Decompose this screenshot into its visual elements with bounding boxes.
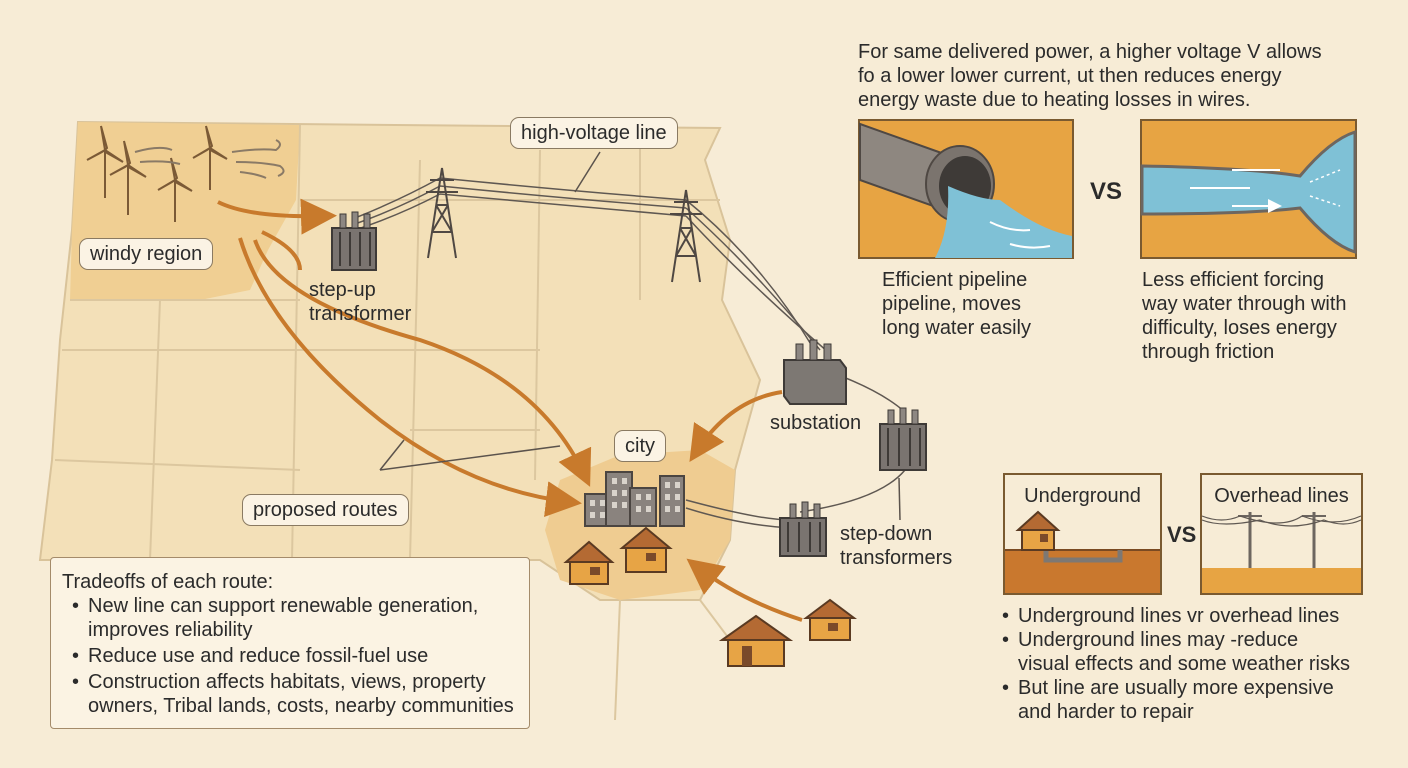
high-voltage-line-label: high-voltage line: [510, 117, 678, 149]
tradeoffs-panel: Tradeoffs of each route: New line can su…: [50, 557, 530, 729]
tradeoff-bullet: Construction affects habitats, views, pr…: [62, 670, 532, 718]
wide-pipe-panel: [858, 119, 1074, 259]
lines-vs-label: VS: [1167, 522, 1197, 547]
step-down-transformer-icon: [779, 501, 827, 557]
overhead-panel: [1200, 473, 1363, 595]
underground-panel: [1003, 473, 1162, 595]
house-icon: [803, 598, 857, 641]
step-up-transformer-icon: [331, 211, 377, 271]
house-icon: [718, 614, 794, 667]
substation-icon: [783, 339, 847, 405]
narrow-pipe-panel: [1140, 119, 1357, 259]
windy-region-label: windy region: [79, 238, 214, 270]
transmission-tower: [670, 189, 702, 283]
step-down-transformers-label: step-down transformers: [840, 523, 953, 569]
pipe-vs-label: VS: [1090, 178, 1123, 205]
step-up-transformer-label: step-up transformer: [309, 279, 412, 325]
substation-label: substation: [770, 412, 862, 434]
city-buildings-icon: [584, 471, 685, 527]
wind-turbines: [86, 125, 228, 222]
city-label: city: [614, 430, 666, 462]
tradeoffs-title: Tradeoffs of each route:: [62, 571, 274, 593]
efficient-pipeline-caption: Efficient pipeline pipeline, moves long …: [882, 269, 1031, 339]
lines-compare-bullet: Underground lines may -reduce visual eff…: [992, 628, 1402, 676]
wind-gust-icon: [134, 139, 285, 179]
house-icon: [563, 540, 615, 585]
lines-compare-list: Underground lines vr overhead lines Unde…: [992, 604, 1402, 724]
label-leader-lines: [379, 151, 901, 521]
tradeoff-bullet: New line can support renewable generatio…: [62, 594, 532, 642]
tradeoffs-list: New line can support renewable generatio…: [62, 594, 532, 718]
underground-title: Underground: [1024, 485, 1141, 507]
proposed-routes-label: proposed routes: [242, 494, 409, 526]
transmission-tower: [426, 167, 458, 259]
voltage-explainer-text: For same delivered power, a higher volta…: [858, 41, 1322, 111]
lines-compare-bullet: Underground lines vr overhead lines: [992, 604, 1402, 628]
transmission-wires: [354, 177, 906, 529]
step-down-transformer-icon: [879, 407, 927, 471]
lines-compare-bullet: But line are usually more expensive and …: [992, 676, 1402, 724]
tradeoff-bullet: Reduce use and reduce fossil-fuel use: [62, 644, 532, 668]
overhead-title: Overhead lines: [1214, 485, 1349, 507]
house-icon: [619, 526, 673, 573]
route-arrows: [217, 198, 803, 622]
less-efficient-caption: Less efficient forcing way water through…: [1142, 269, 1347, 363]
